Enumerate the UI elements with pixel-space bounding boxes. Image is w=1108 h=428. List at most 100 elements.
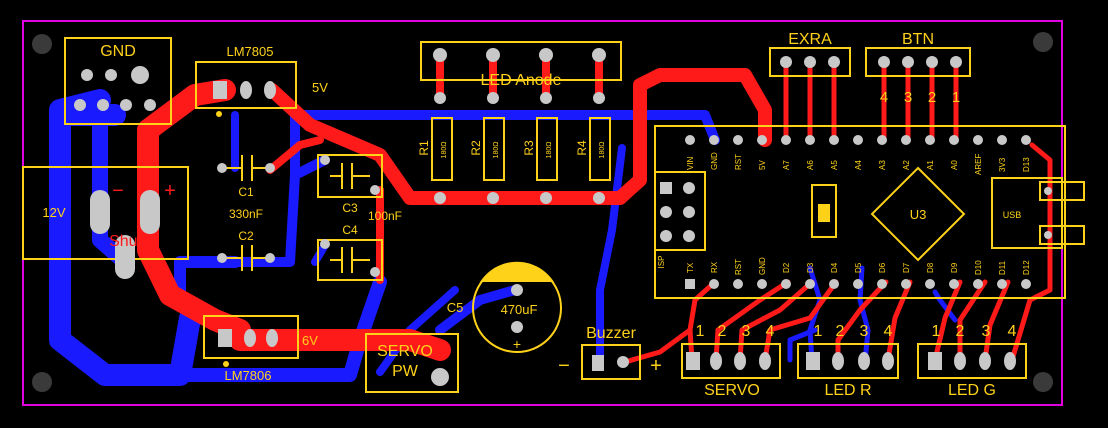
pin-label: A3 xyxy=(878,160,887,170)
servo-pad xyxy=(710,352,722,370)
arduino-pin xyxy=(781,279,791,289)
r1-pad-top xyxy=(434,92,446,104)
isp-pin xyxy=(683,206,695,218)
c5-pad xyxy=(511,284,523,296)
led-anode-pad xyxy=(486,48,500,62)
servo-pad xyxy=(734,352,746,370)
silkscreen-text: GND LM7805 5V LED Anode EXRA BTN 4 3 2 1… xyxy=(42,31,1021,399)
btn-pad xyxy=(878,56,890,68)
arduino-pin xyxy=(685,279,695,289)
isp-pin xyxy=(683,230,695,242)
v5-label: 5V xyxy=(312,80,328,95)
btn-num-4: 4 xyxy=(880,89,888,106)
usb-label: USB xyxy=(1003,210,1022,220)
led-g-pad xyxy=(1004,352,1016,370)
arduino-pin xyxy=(733,135,743,145)
led-g-pad xyxy=(954,352,966,370)
pin-label: A2 xyxy=(902,160,911,170)
c4-label: C4 xyxy=(342,223,358,237)
servo-pw-outline xyxy=(365,333,459,393)
arduino-pin xyxy=(733,279,743,289)
silkscreen-layer xyxy=(22,37,1085,393)
lm7806-pad-1 xyxy=(218,329,232,347)
pin-label: D12 xyxy=(1022,260,1031,275)
gnd-label: GND xyxy=(100,43,136,60)
usb-port-upper xyxy=(1039,181,1085,201)
r1-pad-bottom xyxy=(434,192,446,204)
lm7805-pin1-dot xyxy=(216,111,222,117)
led-anode-label: LED Anode xyxy=(481,72,562,89)
arduino-pin xyxy=(925,279,935,289)
led-r-label: LED R xyxy=(824,382,871,399)
mount-hole xyxy=(1033,32,1053,52)
r4-pad-bottom xyxy=(593,192,605,204)
led-r-num-4: 4 xyxy=(884,323,893,340)
btn-outline xyxy=(865,47,971,77)
btn-label: BTN xyxy=(902,31,934,48)
led-g-num-4: 4 xyxy=(1008,323,1017,340)
led-r-pad xyxy=(806,352,820,370)
led-r-num-3: 3 xyxy=(860,323,869,340)
led-r-outline xyxy=(797,343,899,379)
usb-outline xyxy=(991,177,1063,249)
c5-plus-marker: + xyxy=(513,336,521,352)
btn-num-1: 1 xyxy=(952,89,960,106)
pin-label: D6 xyxy=(878,262,887,273)
buzzer-pad xyxy=(592,355,604,371)
v12-label: 12V xyxy=(42,205,65,220)
pads-layer xyxy=(74,48,1052,386)
led-anode-pad xyxy=(433,48,447,62)
servo-num-3: 3 xyxy=(742,323,751,340)
mount-hole xyxy=(32,34,52,54)
gnd-pad xyxy=(74,99,86,111)
pin-label: A4 xyxy=(854,160,863,170)
pin-label: D11 xyxy=(998,260,1007,275)
led-anode-outline xyxy=(420,41,622,81)
gnd-pad xyxy=(97,99,109,111)
gnd-pad xyxy=(120,99,132,111)
r2-pad-top xyxy=(487,92,499,104)
arduino-pin xyxy=(829,135,839,145)
pin-label: A7 xyxy=(782,160,791,170)
arduino-pin xyxy=(901,279,911,289)
r3-value: 180Ω xyxy=(546,142,553,159)
arduino-pin xyxy=(973,135,983,145)
servo-pw-label-1: SERVO xyxy=(377,343,433,360)
gnd-header-outline xyxy=(64,37,172,125)
pin-label: RST xyxy=(734,154,743,170)
isp-pin xyxy=(683,182,695,194)
servo-num-1: 1 xyxy=(696,323,705,340)
servo-num-4: 4 xyxy=(766,323,775,340)
led-r-num-2: 2 xyxy=(836,323,845,340)
c3-value: 100nF xyxy=(368,209,402,223)
isp-label: ISP xyxy=(657,256,666,269)
mount-hole xyxy=(32,372,52,392)
r2-label: R2 xyxy=(469,140,483,156)
r1-outline xyxy=(431,117,453,181)
arduino-pin xyxy=(757,135,767,145)
arduino-pin xyxy=(877,135,887,145)
jack-slot-shunt xyxy=(115,235,135,279)
lm7806-pin1-dot xyxy=(223,361,229,367)
jack-shunt: Shunt xyxy=(109,233,151,250)
gnd-pad xyxy=(144,99,156,111)
lm7805-pad-3 xyxy=(264,81,276,99)
led-g-pad xyxy=(979,352,991,370)
pin-label: RX xyxy=(710,261,719,273)
reset-switch xyxy=(818,204,830,222)
resistor-labels: R1 R2 R3 R4 180Ω 180Ω 180Ω 180Ω ISP xyxy=(417,140,666,268)
c5-label: C5 xyxy=(447,300,464,315)
pin-label: GND xyxy=(758,257,767,275)
c4-symbol xyxy=(330,247,370,273)
pin-label: 5V xyxy=(758,160,767,170)
r4-pad-top xyxy=(593,92,605,104)
r4-label: R4 xyxy=(575,140,589,156)
btn-num-2: 2 xyxy=(928,89,936,106)
r4-value: 180Ω xyxy=(599,142,606,159)
c1-pad xyxy=(217,163,227,173)
servo-num-2: 2 xyxy=(718,323,727,340)
isp-pin xyxy=(660,206,672,218)
led-r-num-1: 1 xyxy=(814,323,823,340)
u3-label: U3 xyxy=(910,207,927,222)
led-r-pad xyxy=(858,352,870,370)
